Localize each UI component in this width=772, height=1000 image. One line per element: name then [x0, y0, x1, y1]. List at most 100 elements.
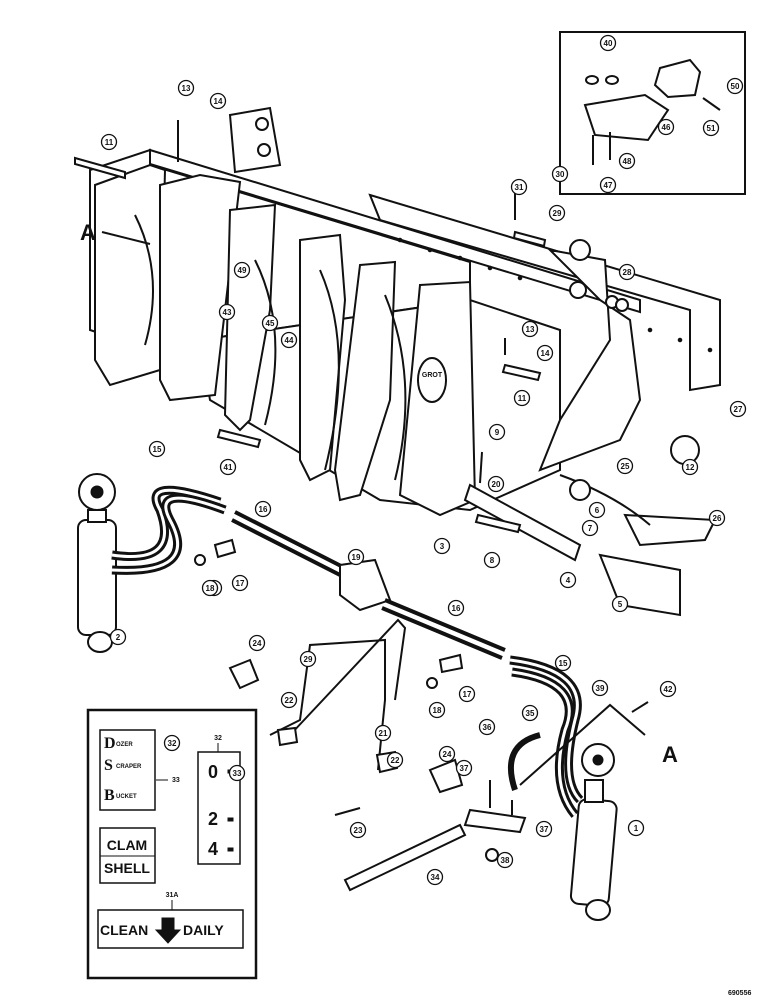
- callout-40: 40: [599, 34, 617, 52]
- callout-11: 11: [513, 389, 531, 407]
- callout-label: 16: [259, 505, 268, 514]
- shell-label: SHELL: [104, 860, 150, 876]
- section-label-a-left: A: [80, 220, 96, 245]
- callout-circle: [729, 400, 747, 418]
- callout-50: 50: [726, 77, 744, 95]
- gauge-decal-ref: 32: [214, 735, 222, 742]
- callout-circle: [521, 320, 539, 338]
- callout-label: 8: [490, 556, 495, 565]
- callout-2: 2: [109, 628, 127, 646]
- callout-label: 31: [515, 183, 524, 192]
- callout-label: 11: [518, 394, 527, 403]
- callout-label: 39: [596, 684, 605, 693]
- callout-25: 25: [616, 457, 634, 475]
- callout-label: 18: [206, 584, 215, 593]
- callout-circle: [254, 500, 272, 518]
- callout-label: 9: [495, 428, 500, 437]
- callout-circle: [428, 701, 446, 719]
- callout-circle: [438, 745, 456, 763]
- callout-circle: [163, 734, 181, 752]
- callout-label: 27: [734, 405, 743, 414]
- callout-label: 16: [452, 604, 461, 613]
- callout-label: 25: [621, 462, 630, 471]
- bucket-frame: GROT: [74, 106, 721, 617]
- callout-label: 23: [354, 826, 363, 835]
- callout-label: 35: [526, 709, 535, 718]
- callout-circle: [510, 178, 528, 196]
- callout-circle: [599, 176, 617, 194]
- callout-label: 43: [223, 308, 232, 317]
- callout-circle: [228, 764, 246, 782]
- callout-13: 13: [521, 320, 539, 338]
- callout-circle: [618, 263, 636, 281]
- callout-34: 34: [426, 868, 444, 886]
- decal-panel: D OZER S CRAPER B UCKET 33 CLAM SHELL 32…: [86, 708, 258, 980]
- callout-label: 46: [662, 123, 671, 132]
- callout-label: 30: [556, 170, 565, 179]
- callout-label: 48: [623, 157, 632, 166]
- callout-44: 44: [280, 331, 298, 349]
- callout-circle: [627, 819, 645, 837]
- bucket-label: UCKET: [116, 794, 137, 800]
- dozer-label: OZER: [116, 742, 133, 748]
- gauge-mark-0: 0: [208, 762, 218, 782]
- callout-circle: [708, 509, 726, 527]
- callout-51: 51: [702, 119, 720, 137]
- callout-circle: [551, 165, 569, 183]
- callout-circle: [554, 654, 572, 672]
- callout-label: 1: [634, 824, 639, 833]
- callout-32: 32: [163, 734, 181, 752]
- callout-label: 11: [105, 138, 114, 147]
- callout-circle: [248, 634, 266, 652]
- callout-circle: [447, 599, 465, 617]
- drawing-number: 690556: [728, 990, 751, 997]
- callout-label: 42: [664, 685, 673, 694]
- callout-35: 35: [521, 704, 539, 722]
- callout-26: 26: [708, 509, 726, 527]
- callout-circle: [201, 579, 219, 597]
- scraper-initial: S: [104, 757, 113, 774]
- callout-circle: [488, 423, 506, 441]
- callout-circle: [657, 118, 675, 136]
- callout-label: 13: [526, 325, 535, 334]
- callout-6: 6: [588, 501, 606, 519]
- inset-tooth-detail: [559, 31, 746, 195]
- callout-label: 19: [352, 553, 361, 562]
- callout-circle: [148, 440, 166, 458]
- callout-43: 43: [218, 303, 236, 321]
- callout-label: 20: [492, 480, 501, 489]
- callout-28: 28: [618, 263, 636, 281]
- callout-20: 20: [487, 475, 505, 493]
- callout-circle: [588, 501, 606, 519]
- callout-46: 46: [657, 118, 675, 136]
- callout-circle: [347, 548, 365, 566]
- callout-circle: [536, 344, 554, 362]
- callout-19: 19: [347, 548, 365, 566]
- callout-39: 39: [591, 679, 609, 697]
- callout-label: 7: [588, 524, 593, 533]
- callout-label: 15: [559, 659, 568, 668]
- callout-circle: [209, 92, 227, 110]
- callout-circle: [233, 261, 251, 279]
- callout-16: 16: [447, 599, 465, 617]
- callout-38: 38: [496, 851, 514, 869]
- callout-36: 36: [478, 718, 496, 736]
- callout-label: 37: [460, 764, 469, 773]
- callout-circle: [599, 34, 617, 52]
- callout-label: 29: [304, 655, 313, 664]
- callout-circle: [496, 851, 514, 869]
- callout-label: 2: [116, 633, 121, 642]
- callout-9: 9: [488, 423, 506, 441]
- lever-decal-ref: 33: [172, 777, 180, 784]
- callout-circle: [299, 650, 317, 668]
- callout-label: 14: [541, 349, 550, 358]
- callout-23: 23: [349, 821, 367, 839]
- callout-14: 14: [536, 344, 554, 362]
- callout-49: 49: [233, 261, 251, 279]
- callout-circle: [280, 691, 298, 709]
- callout-label: 12: [686, 463, 695, 472]
- callout-circle: [478, 718, 496, 736]
- scraper-label: CRAPER: [116, 764, 142, 770]
- callout-circle: [455, 759, 473, 777]
